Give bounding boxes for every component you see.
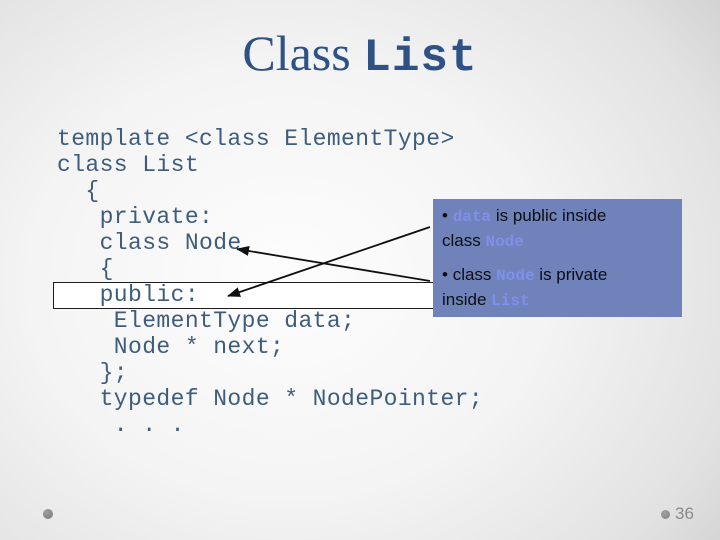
code-line: . . . <box>57 412 185 438</box>
callout-text: inside <box>442 290 492 309</box>
code-term-list: List <box>491 292 530 310</box>
decorative-bullet-icon <box>43 509 53 519</box>
callout-bullet-2: • class Node is private inside List <box>442 263 673 313</box>
slide-number: 36 <box>661 504 694 524</box>
code-line: Node * next; <box>57 334 285 360</box>
slide-number-text: 36 <box>675 504 694 523</box>
slide-number-bullet-icon <box>661 509 670 519</box>
code-term-node: Node <box>485 233 524 251</box>
callout-text: is private <box>534 265 608 284</box>
callout-text: class <box>442 231 486 250</box>
code-term-data: data <box>452 208 492 226</box>
code-line: ElementType data; <box>57 308 356 334</box>
code-line: template <class ElementType> <box>57 126 455 152</box>
title-word-list: List <box>363 32 478 84</box>
arrow-to-node-icon <box>236 246 431 282</box>
title-word-class: Class <box>242 25 364 81</box>
code-line: public: <box>57 282 200 308</box>
code-term-node: Node <box>496 267 535 285</box>
code-line: class List <box>57 152 200 178</box>
slide-title: Class List <box>0 24 720 84</box>
code-line: class Node <box>57 230 242 256</box>
callout-box: • data is public inside class Node • clas… <box>433 199 682 317</box>
code-line: { <box>57 178 100 204</box>
callout-text: class <box>452 265 497 284</box>
callout-bullet-1: • data is public inside class Node <box>442 204 673 254</box>
code-block: template <class ElementType> class List … <box>57 126 483 438</box>
code-line: private: <box>57 204 214 230</box>
code-line: typedef Node * NodePointer; <box>57 386 484 412</box>
arrow-to-public-icon <box>227 226 431 297</box>
bullet-glyph: • <box>442 206 453 225</box>
callout-text: is public inside <box>491 206 607 225</box>
code-line: { <box>57 256 114 282</box>
code-line: }; <box>57 360 129 386</box>
bullet-glyph: • <box>442 265 453 284</box>
